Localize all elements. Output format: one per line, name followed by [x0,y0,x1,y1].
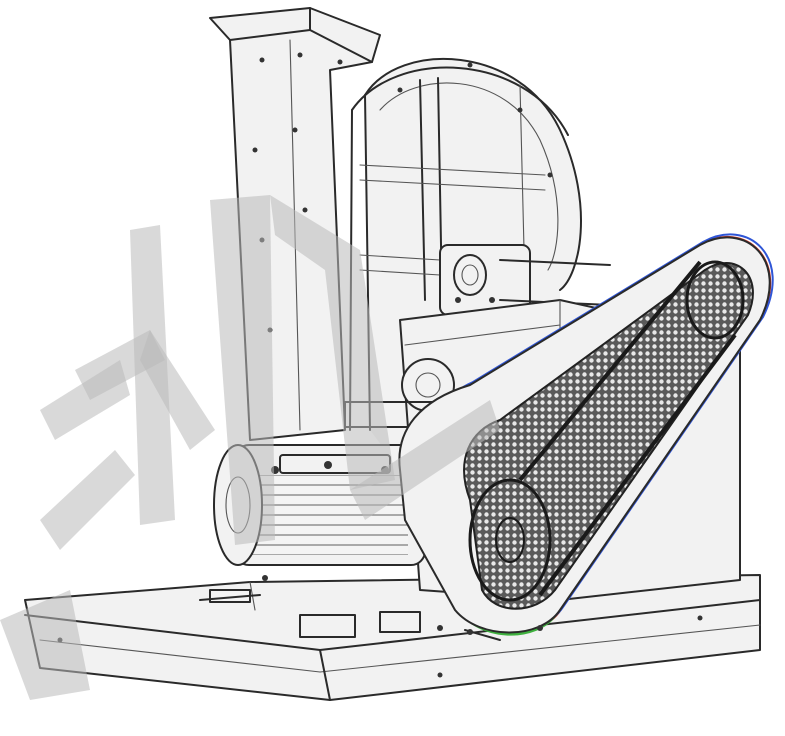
watermark [0,195,500,700]
base-frame [24,574,761,701]
bearing-assembly [439,244,611,316]
belt-guard [398,233,774,636]
